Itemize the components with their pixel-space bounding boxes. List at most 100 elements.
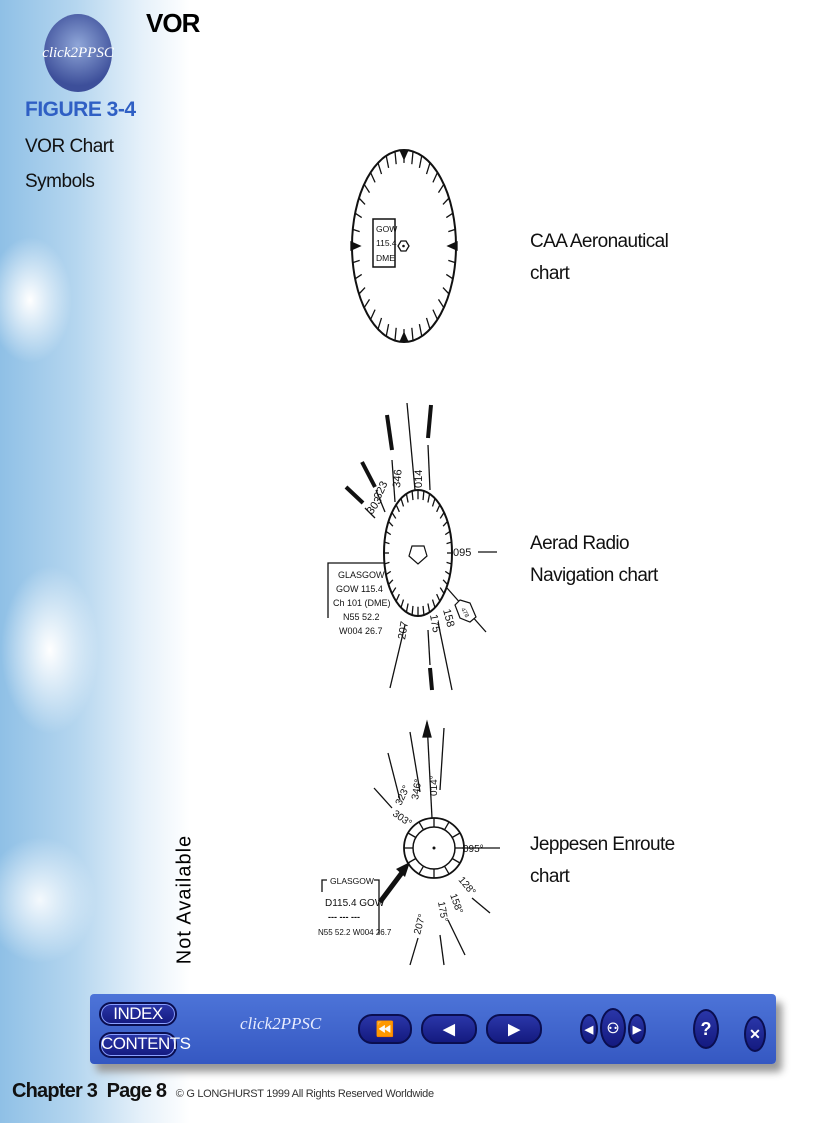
aerad-label-line-1: Aerad Radio <box>530 533 630 554</box>
jeppesen-compass-tick <box>443 821 450 831</box>
caa-compass-tick <box>448 228 456 233</box>
caa-compass-tick <box>377 317 383 330</box>
jeppesen-box-line-1: GLASGOW <box>330 876 374 886</box>
caa-compass-tick <box>432 172 439 183</box>
caa-compass-tick <box>394 327 397 341</box>
aerad-compass-tick <box>388 521 394 527</box>
caa-compass-tick <box>385 155 390 169</box>
aerad-compass-tick <box>385 530 392 536</box>
sky-background <box>0 0 190 1123</box>
copyright: © G LONGHURST 1999 All Rights Reserved W… <box>175 1088 434 1100</box>
caa-compass-tick <box>432 309 439 320</box>
jeppesen-radial-095: 095° <box>463 844 484 855</box>
close-button[interactable]: ✕ <box>744 1016 766 1052</box>
jeppesen-radial-346: 346° <box>410 778 424 800</box>
caa-compass-tick <box>363 183 371 193</box>
aerad-badge <box>454 599 477 623</box>
jeppesen-compass-tick <box>418 821 425 831</box>
next-page-button[interactable]: ▶ <box>486 1014 542 1044</box>
aerad-compass-tick <box>385 570 392 576</box>
jeppesen-compass-tick <box>451 832 461 839</box>
aerad-compass-tick <box>439 512 445 519</box>
aerad-compass-tick <box>422 605 425 616</box>
jeppesen-compass-tick <box>418 865 425 875</box>
footer: Chapter 3 Page 8 © G LONGHURST 1999 All … <box>12 1080 434 1103</box>
caa-compass-tick <box>411 151 414 165</box>
jeppesen-radial-207: 207° <box>412 913 428 936</box>
jeppesen-radial-014: 014° <box>429 775 440 796</box>
caa-compass-tick <box>363 299 371 309</box>
caa-compass-tick <box>445 273 454 280</box>
contents-button[interactable]: CONTENTS <box>99 1032 191 1058</box>
aerad-radial-095: 095 <box>453 547 471 559</box>
figure-caption-line-2: Symbols <box>25 171 95 192</box>
aerad-vor-symbol: 478 GLASGOW GOW 115.4 Ch 101 (DME) N55 5… <box>327 402 497 691</box>
jeppesen-compass-tick <box>451 857 461 864</box>
aerad-compass-tick <box>436 593 441 602</box>
first-page-button[interactable]: ⏪ <box>358 1014 412 1044</box>
aerad-compass-tick <box>400 599 405 608</box>
previous-page-button[interactable]: ◀ <box>421 1014 477 1044</box>
caa-compass-tick <box>352 228 360 233</box>
aerad-compass-tick <box>388 579 394 585</box>
aerad-compass-tick <box>411 490 414 501</box>
search-next-button[interactable]: ▶ <box>628 1014 646 1044</box>
caa-compass-tick <box>358 197 366 205</box>
figure-number: FIGURE 3-4 <box>25 98 136 121</box>
caa-compass-tick <box>448 259 456 264</box>
caa-compass-tick <box>354 212 363 219</box>
aerad-compass-tick <box>395 504 400 513</box>
caa-label-line-2: chart <box>530 263 570 284</box>
search-previous-button[interactable]: ◀ <box>580 1014 598 1044</box>
aerad-badge-text: 478 <box>459 607 470 619</box>
aerad-radial-158: 158 <box>440 608 456 629</box>
aerad-compass-tick <box>427 493 431 503</box>
aerad-compass-tick <box>444 530 451 536</box>
caa-compass-tick <box>437 299 445 309</box>
navigation-bar: INDEX CONTENTS click2PPSC ⏪ ◀ ▶ ◀ ⚇ ▶ ? … <box>90 994 776 1064</box>
caa-box-line-1: GOW <box>376 224 397 234</box>
aerad-compass-tick <box>384 561 390 565</box>
caa-compass-tick <box>377 162 383 175</box>
caa-compass-tick <box>418 323 423 337</box>
jeppesen-label-line-1: Jeppesen Enroute <box>530 834 675 855</box>
page-label: Page 8 <box>106 1080 167 1102</box>
caa-compass-tick <box>369 172 376 183</box>
page-title: VOR <box>146 8 200 38</box>
aerad-compass-tick <box>446 541 452 545</box>
jeppesen-box-line-2: D115.4 GOW <box>325 898 385 909</box>
binoculars-search-button[interactable]: ⚇ <box>600 1008 626 1048</box>
caa-compass-tick <box>442 197 450 205</box>
vor-hexagon-icon <box>397 240 410 252</box>
index-button[interactable]: INDEX <box>99 1002 177 1026</box>
aerad-radial-207: 207 <box>396 620 411 640</box>
caa-cardinal-arrow <box>398 149 410 161</box>
aerad-box-line-3: Ch 101 (DME) <box>333 598 391 608</box>
jeppesen-compass-tick <box>407 857 417 864</box>
logo-text: click2PPSC <box>42 44 114 61</box>
aerad-box-line-2: GOW 115.4 <box>336 584 383 594</box>
caa-compass-tick <box>442 287 450 295</box>
aerad-radial-175: 175 <box>427 613 442 633</box>
caa-compass-tick <box>385 323 390 337</box>
help-button[interactable]: ? <box>693 1009 719 1049</box>
caa-compass-tick <box>418 155 423 169</box>
aerad-compass-tick <box>436 504 441 513</box>
caa-compass-tick <box>445 212 454 219</box>
aerad-compass-tick <box>391 512 397 519</box>
click2ppsc-logo: click2PPSC <box>42 14 114 92</box>
caa-compass-tick <box>369 309 376 320</box>
aerad-compass-tick <box>442 579 448 585</box>
caa-compass-tick <box>358 287 366 295</box>
navbar-logo: click2PPSC <box>240 1014 322 1033</box>
aerad-compass-tick <box>411 605 414 616</box>
jeppesen-compass-tick <box>443 865 450 875</box>
caa-box-line-3: DME <box>376 253 395 263</box>
aerad-compass-tick <box>400 498 405 507</box>
aerad-box-line-4: N55 52.2 <box>343 612 380 622</box>
aerad-box-line-5: W004 26.7 <box>339 626 383 636</box>
aerad-label-line-2: Navigation chart <box>530 565 658 586</box>
figure-caption-line-1: VOR Chart <box>25 136 114 157</box>
